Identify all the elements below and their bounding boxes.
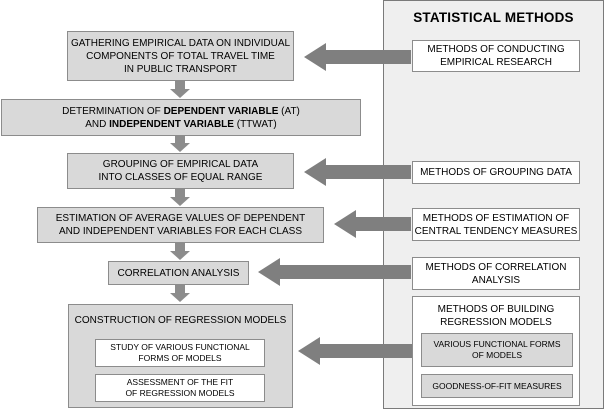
method-central-tendency: METHODS OF ESTIMATION OF CENTRAL TENDENC… <box>412 208 580 241</box>
left-arrow-2 <box>304 158 411 186</box>
down-arrow-1 <box>170 81 190 98</box>
down-arrow-4 <box>170 243 190 260</box>
down-arrow-2 <box>170 136 190 152</box>
step-estimation-averages: ESTIMATION OF AVERAGE VALUES OF DEPENDEN… <box>37 207 324 243</box>
sub-goodness-of-fit: GOODNESS-OF-FIT MEASURES <box>421 374 573 398</box>
left-arrow-4 <box>258 258 411 286</box>
method-grouping-data: METHODS OF GROUPING DATA <box>412 161 580 184</box>
sub-study-functional-forms: STUDY OF VARIOUS FUNCTIONAL FORMS OF MOD… <box>95 339 265 367</box>
step-determination-variables: DETERMINATION OF DEPENDENT VARIABLE (AT)… <box>1 99 361 136</box>
left-arrow-5 <box>298 337 420 365</box>
panel-title: STATISTICAL METHODS <box>413 10 574 25</box>
left-arrow-1 <box>304 43 411 71</box>
method-correlation-analysis: METHODS OF CORRELATION ANALYSIS <box>412 257 580 290</box>
down-arrow-3 <box>170 189 190 206</box>
left-arrow-3 <box>334 210 411 238</box>
step-grouping-data: GROUPING OF EMPIRICAL DATA INTO CLASSES … <box>67 153 294 189</box>
down-arrow-5 <box>170 285 190 302</box>
step-correlation-analysis: CORRELATION ANALYSIS <box>108 261 249 285</box>
method-empirical-research: METHODS OF CONDUCTING EMPIRICAL RESEARCH <box>412 40 580 72</box>
step-gathering-data: GATHERING EMPIRICAL DATA ON INDIVIDUAL C… <box>67 31 294 81</box>
sub-assessment-fit: ASSESSMENT OF THE FIT OF REGRESSION MODE… <box>95 374 265 402</box>
sub-various-functional-forms: VARIOUS FUNCTIONAL FORMS OF MODELS <box>421 333 573 367</box>
